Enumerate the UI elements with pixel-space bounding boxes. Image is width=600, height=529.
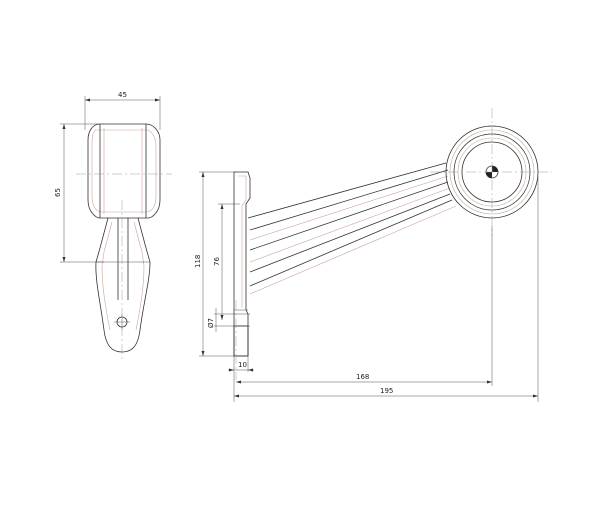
dim-total-reach: 195 xyxy=(380,387,393,395)
dim-front-width: 45 xyxy=(118,91,127,99)
front-view: 45 65 xyxy=(54,91,172,360)
side-view: 118 76 Ø7 xyxy=(194,108,552,402)
dim-side-height-total: 118 xyxy=(194,255,202,268)
dim-base-width: 10 xyxy=(238,361,247,369)
dim-front-height: 65 xyxy=(54,188,62,197)
dim-hole-dia: Ø7 xyxy=(207,318,215,328)
dim-side-height-inner: 76 xyxy=(213,257,221,266)
dim-arm-reach: 168 xyxy=(356,373,369,381)
